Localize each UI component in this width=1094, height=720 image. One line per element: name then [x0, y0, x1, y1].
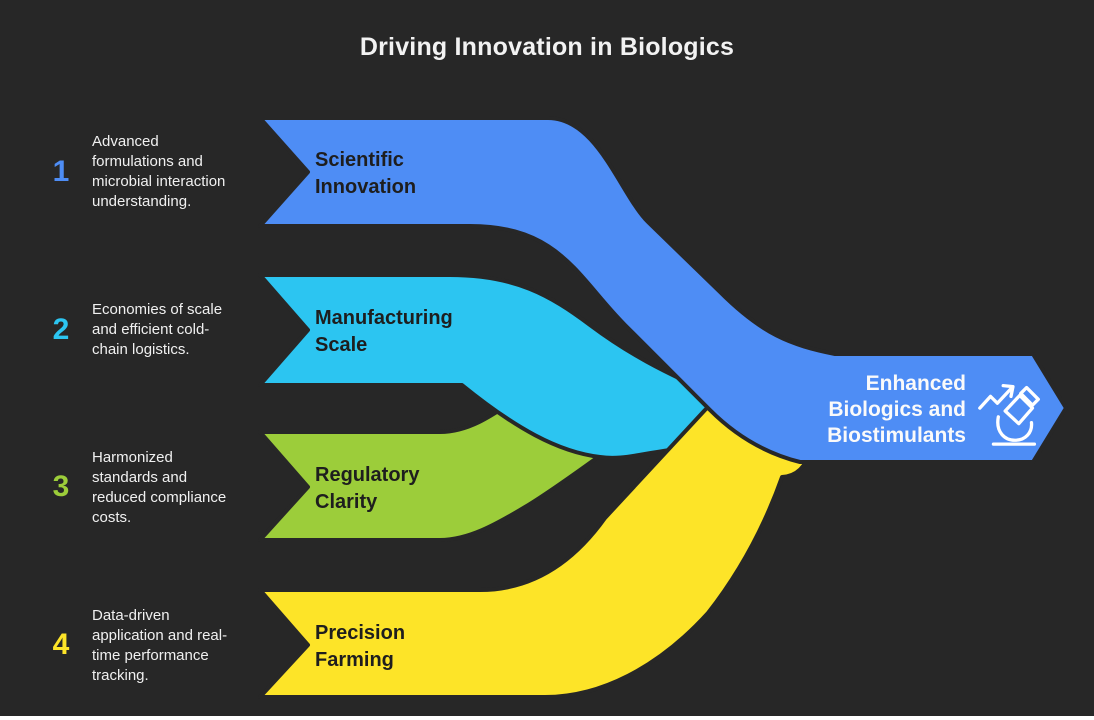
page-title: Driving Innovation in Biologics — [359, 33, 735, 61]
ribbon-label-regulatory-clarity: Regulatory Clarity — [315, 464, 420, 513]
ribbon-scientific-innovation-and-outcome-arrow — [258, 116, 1068, 464]
item-number-3: 3 — [52, 470, 70, 503]
item-description-4: Data-driven application and real- time p… — [92, 607, 228, 684]
bottom-edge-strip — [0, 716, 1094, 720]
item-description-1: Advanced formulations and microbial inte… — [92, 133, 226, 210]
item-number-2: 2 — [52, 313, 70, 346]
item-number-1: 1 — [52, 155, 70, 188]
outcome-label: Enhanced Biologics and Biostimulants — [827, 372, 966, 447]
item-description-3: Harmonized standards and reduced complia… — [92, 449, 227, 526]
item-description-2: Economies of scale and efficient cold- c… — [92, 301, 223, 358]
ribbon-label-precision-farming: Precision Farming — [315, 622, 406, 671]
microscope-icon — [978, 383, 1040, 446]
ribbon-precision-farming — [258, 363, 812, 699]
ribbon-label-scientific-innovation: Scientific Innovation — [315, 149, 417, 198]
ribbon-label-manufacturing-scale: Manufacturing Scale — [315, 307, 453, 356]
item-number-4: 4 — [52, 628, 70, 661]
